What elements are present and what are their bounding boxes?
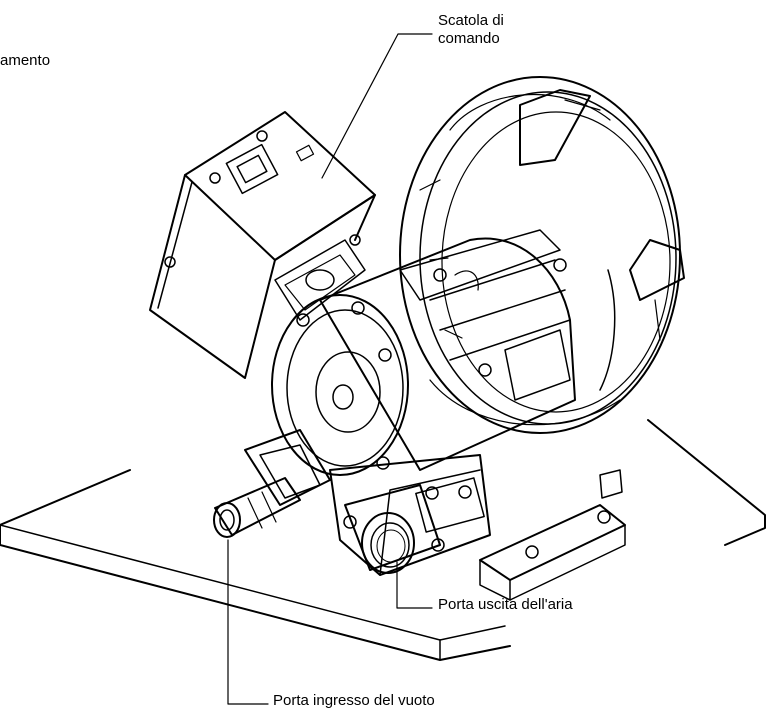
motor-end-cover (271, 294, 409, 476)
pump-head (329, 454, 491, 576)
control-box (149, 111, 376, 379)
air-outlet-port (343, 484, 445, 574)
base-plate (0, 419, 766, 661)
control-box-label-line2: comando (438, 30, 500, 47)
callout-control-box-label: Scatola di comando (438, 12, 504, 48)
callout-vacuum-inlet-label: Porta ingresso del vuoto (273, 692, 435, 709)
callout-air-outlet-label: Porta uscita dell'aria (438, 596, 573, 613)
impeller-housing (399, 76, 685, 434)
mounting-foot (479, 469, 626, 601)
callout-connection-label: amento (0, 52, 51, 69)
vacuum-inlet-port (213, 429, 331, 538)
leader-lines (227, 33, 433, 705)
motor-body (319, 229, 576, 471)
control-box-label-line1: Scatola di (438, 12, 504, 29)
